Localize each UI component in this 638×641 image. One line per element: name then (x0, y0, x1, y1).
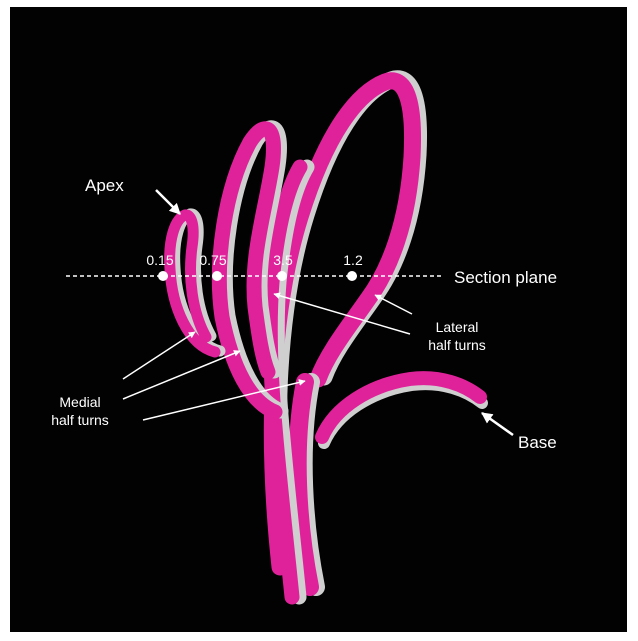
base-label: Base (518, 433, 557, 452)
marker-value: 1.2 (343, 252, 363, 268)
apex-label: Apex (85, 176, 124, 195)
figure-canvas: Section plane 0.15 0.75 3.5 1.2 Apex Bas… (10, 7, 627, 632)
base-arrow (482, 413, 513, 435)
section-plane-label: Section plane (454, 268, 557, 287)
marker-value: 0.75 (199, 252, 226, 268)
medial-label-line1: Medial (59, 394, 100, 410)
apex-arrow (156, 190, 180, 214)
marker-dot (347, 271, 357, 281)
lateral-label-line1: Lateral (436, 319, 479, 335)
cochlea-3d-rendering: Section plane 0.15 0.75 3.5 1.2 Apex Bas… (10, 7, 627, 632)
lateral-arrow-1 (375, 295, 412, 314)
marker-dot (212, 271, 222, 281)
marker-dot (277, 271, 287, 281)
marker-dot (158, 271, 168, 281)
marker-value: 3.5 (273, 252, 293, 268)
marker-value: 0.15 (146, 252, 173, 268)
medial-arrow-1 (123, 332, 195, 379)
lateral-label-line2: half turns (428, 337, 486, 353)
medial-label-line2: half turns (51, 412, 109, 428)
base-annotation: Base (482, 413, 557, 452)
apex-annotation: Apex (85, 176, 180, 214)
basal-branch-ribbon (322, 378, 482, 443)
medial-arrow-2 (123, 351, 240, 399)
section-plane: Section plane (66, 268, 557, 287)
